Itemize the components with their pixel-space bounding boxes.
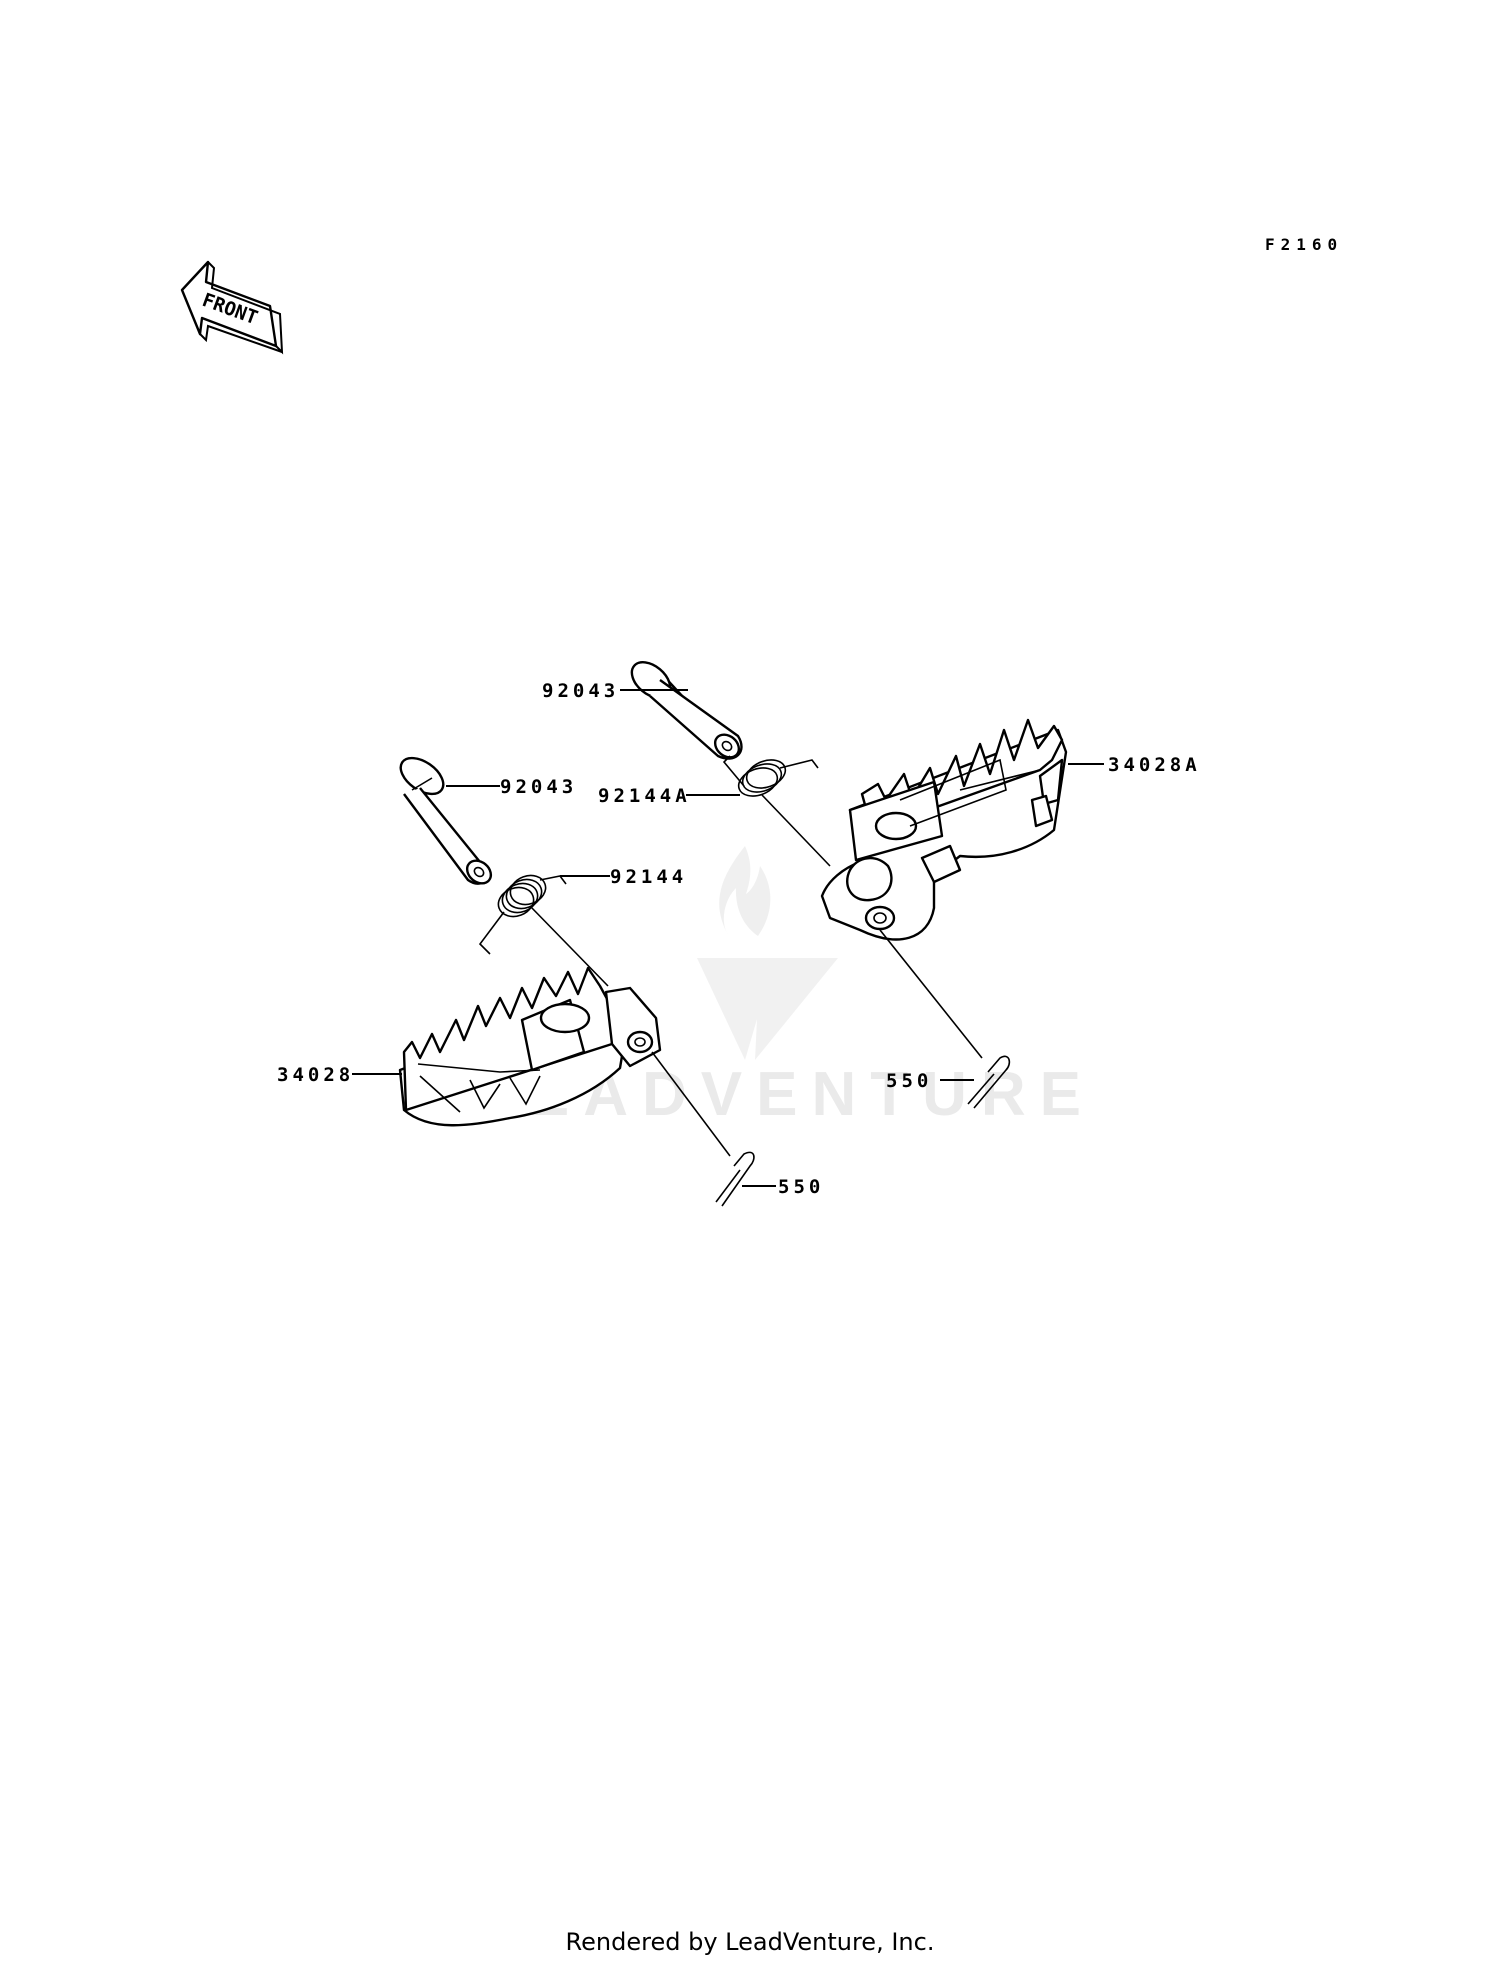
- callout-cotter-right: 550: [886, 1070, 932, 1092]
- watermark-flame-icon: [719, 846, 771, 936]
- callout-footpeg-right: 34028A: [1108, 754, 1201, 776]
- cotter-pin-left: [651, 1051, 755, 1207]
- callout-spring-left: 92144: [610, 866, 687, 888]
- footpeg-left: [398, 966, 662, 1127]
- footpeg-right: [820, 718, 1068, 941]
- footer-credit: Rendered by LeadVenture, Inc.: [565, 1928, 935, 1956]
- callout-footpeg-left: 34028: [277, 1064, 354, 1086]
- cotter-pin-right: [879, 929, 1011, 1109]
- torsion-spring-left: [478, 874, 567, 955]
- callout-cotter-left: 550: [778, 1176, 824, 1198]
- pivot-pin-upper: [630, 661, 743, 760]
- pivot-pin-left: [399, 756, 493, 885]
- callout-pin-upper: 92043: [542, 680, 619, 702]
- front-arrow-icon: FRONT: [180, 260, 284, 355]
- torsion-spring-right: [722, 755, 819, 797]
- watermark-v-icon: [697, 958, 838, 1060]
- diagram-code: F2160: [1265, 235, 1343, 254]
- callout-spring-right: 92144A: [598, 785, 691, 807]
- callout-pin-left: 92043: [500, 776, 577, 798]
